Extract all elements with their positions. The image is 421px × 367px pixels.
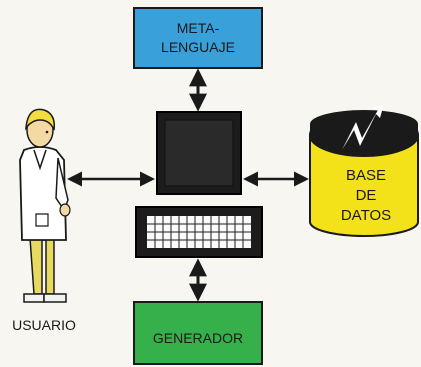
lightning-icon xyxy=(342,104,384,150)
database-line2: DE xyxy=(356,187,377,204)
database-line3: DATOS xyxy=(341,207,391,224)
database-line1: BASE xyxy=(346,167,386,184)
generator-label: GENERADOR xyxy=(153,330,243,346)
meta-language-box: META- LENGUAJE xyxy=(133,7,263,69)
monitor-icon xyxy=(156,111,242,195)
keyboard-icon xyxy=(135,206,263,258)
generator-box: GENERADOR xyxy=(133,301,263,365)
meta-box-line1: META- xyxy=(177,20,220,36)
user-label: USUARIO xyxy=(12,317,76,333)
database-cylinder: BASE DE DATOS xyxy=(309,104,419,237)
user-figure-icon xyxy=(19,108,71,303)
meta-box-line2: LENGUAJE xyxy=(161,39,235,55)
